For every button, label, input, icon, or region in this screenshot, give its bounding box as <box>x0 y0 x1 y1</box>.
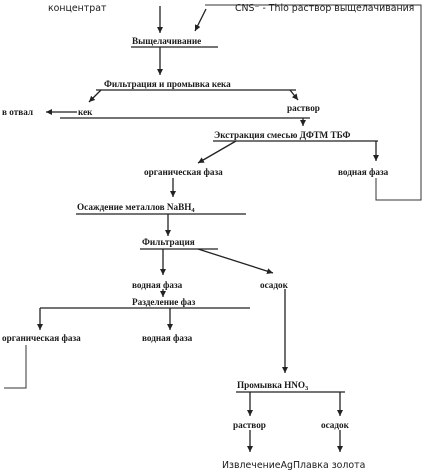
label-leaching: Выщелачивание <box>132 36 201 46</box>
label-thio-solution: CNS⁻ - Thio раствор выщелачивания <box>235 3 414 14</box>
arrow-filtration-to-precipitate <box>197 248 274 275</box>
label-ag-recovery: ИзвлечениеAg <box>222 460 293 471</box>
label-solution: раствор <box>287 103 320 113</box>
arrow-thio-to-leaching <box>194 8 207 32</box>
recycle-loop <box>205 4 422 201</box>
organic-return-line <box>4 345 27 389</box>
label-concentrate: концентрат <box>48 3 107 14</box>
label-aqueous-phase-mid: водная фаза <box>132 280 183 290</box>
hno3-subscript: 3 <box>305 385 309 392</box>
label-extraction: Экстракция смесью ДФТМ ТБФ <box>214 130 351 140</box>
label-gold-melting: Плавка золота <box>293 460 365 471</box>
label-filtration: Фильтрация <box>142 237 195 247</box>
label-aqueous-phase-right: водная фаза <box>338 167 389 177</box>
label-precipitate: осадок <box>260 280 289 290</box>
labels: концентрат CNS⁻ - Thio раствор выщелачив… <box>2 3 414 471</box>
metal-precip-text: Осаждение металлов NaBH <box>77 202 191 212</box>
label-aqueous-phase-low: водная фаза <box>142 333 193 343</box>
label-solution-low: раствор <box>233 420 266 430</box>
label-organic-phase-left: органическая фаза <box>2 333 81 343</box>
label-precipitate-low: осадок <box>321 420 350 430</box>
label-filtration-washing: Фильтрация и промывка кека <box>104 79 231 89</box>
connectors <box>4 4 422 452</box>
arrow-extraction-to-organic <box>197 140 237 164</box>
label-to-dump: в отвал <box>2 107 33 117</box>
hno3-text: Промывка HNO <box>237 380 305 390</box>
arrow-to-solution <box>289 89 299 101</box>
label-cake: кек <box>78 107 93 117</box>
label-hno3-washing: Промывка HNO3 <box>237 380 309 392</box>
label-organic-phase: органическая фаза <box>144 167 223 177</box>
label-phase-separation: Разделение фаз <box>132 297 196 307</box>
arrow-to-cake <box>88 89 102 103</box>
metal-precip-subscript: 4 <box>191 207 195 214</box>
label-metal-precip: Осаждение металлов NaBH4 <box>77 202 195 214</box>
